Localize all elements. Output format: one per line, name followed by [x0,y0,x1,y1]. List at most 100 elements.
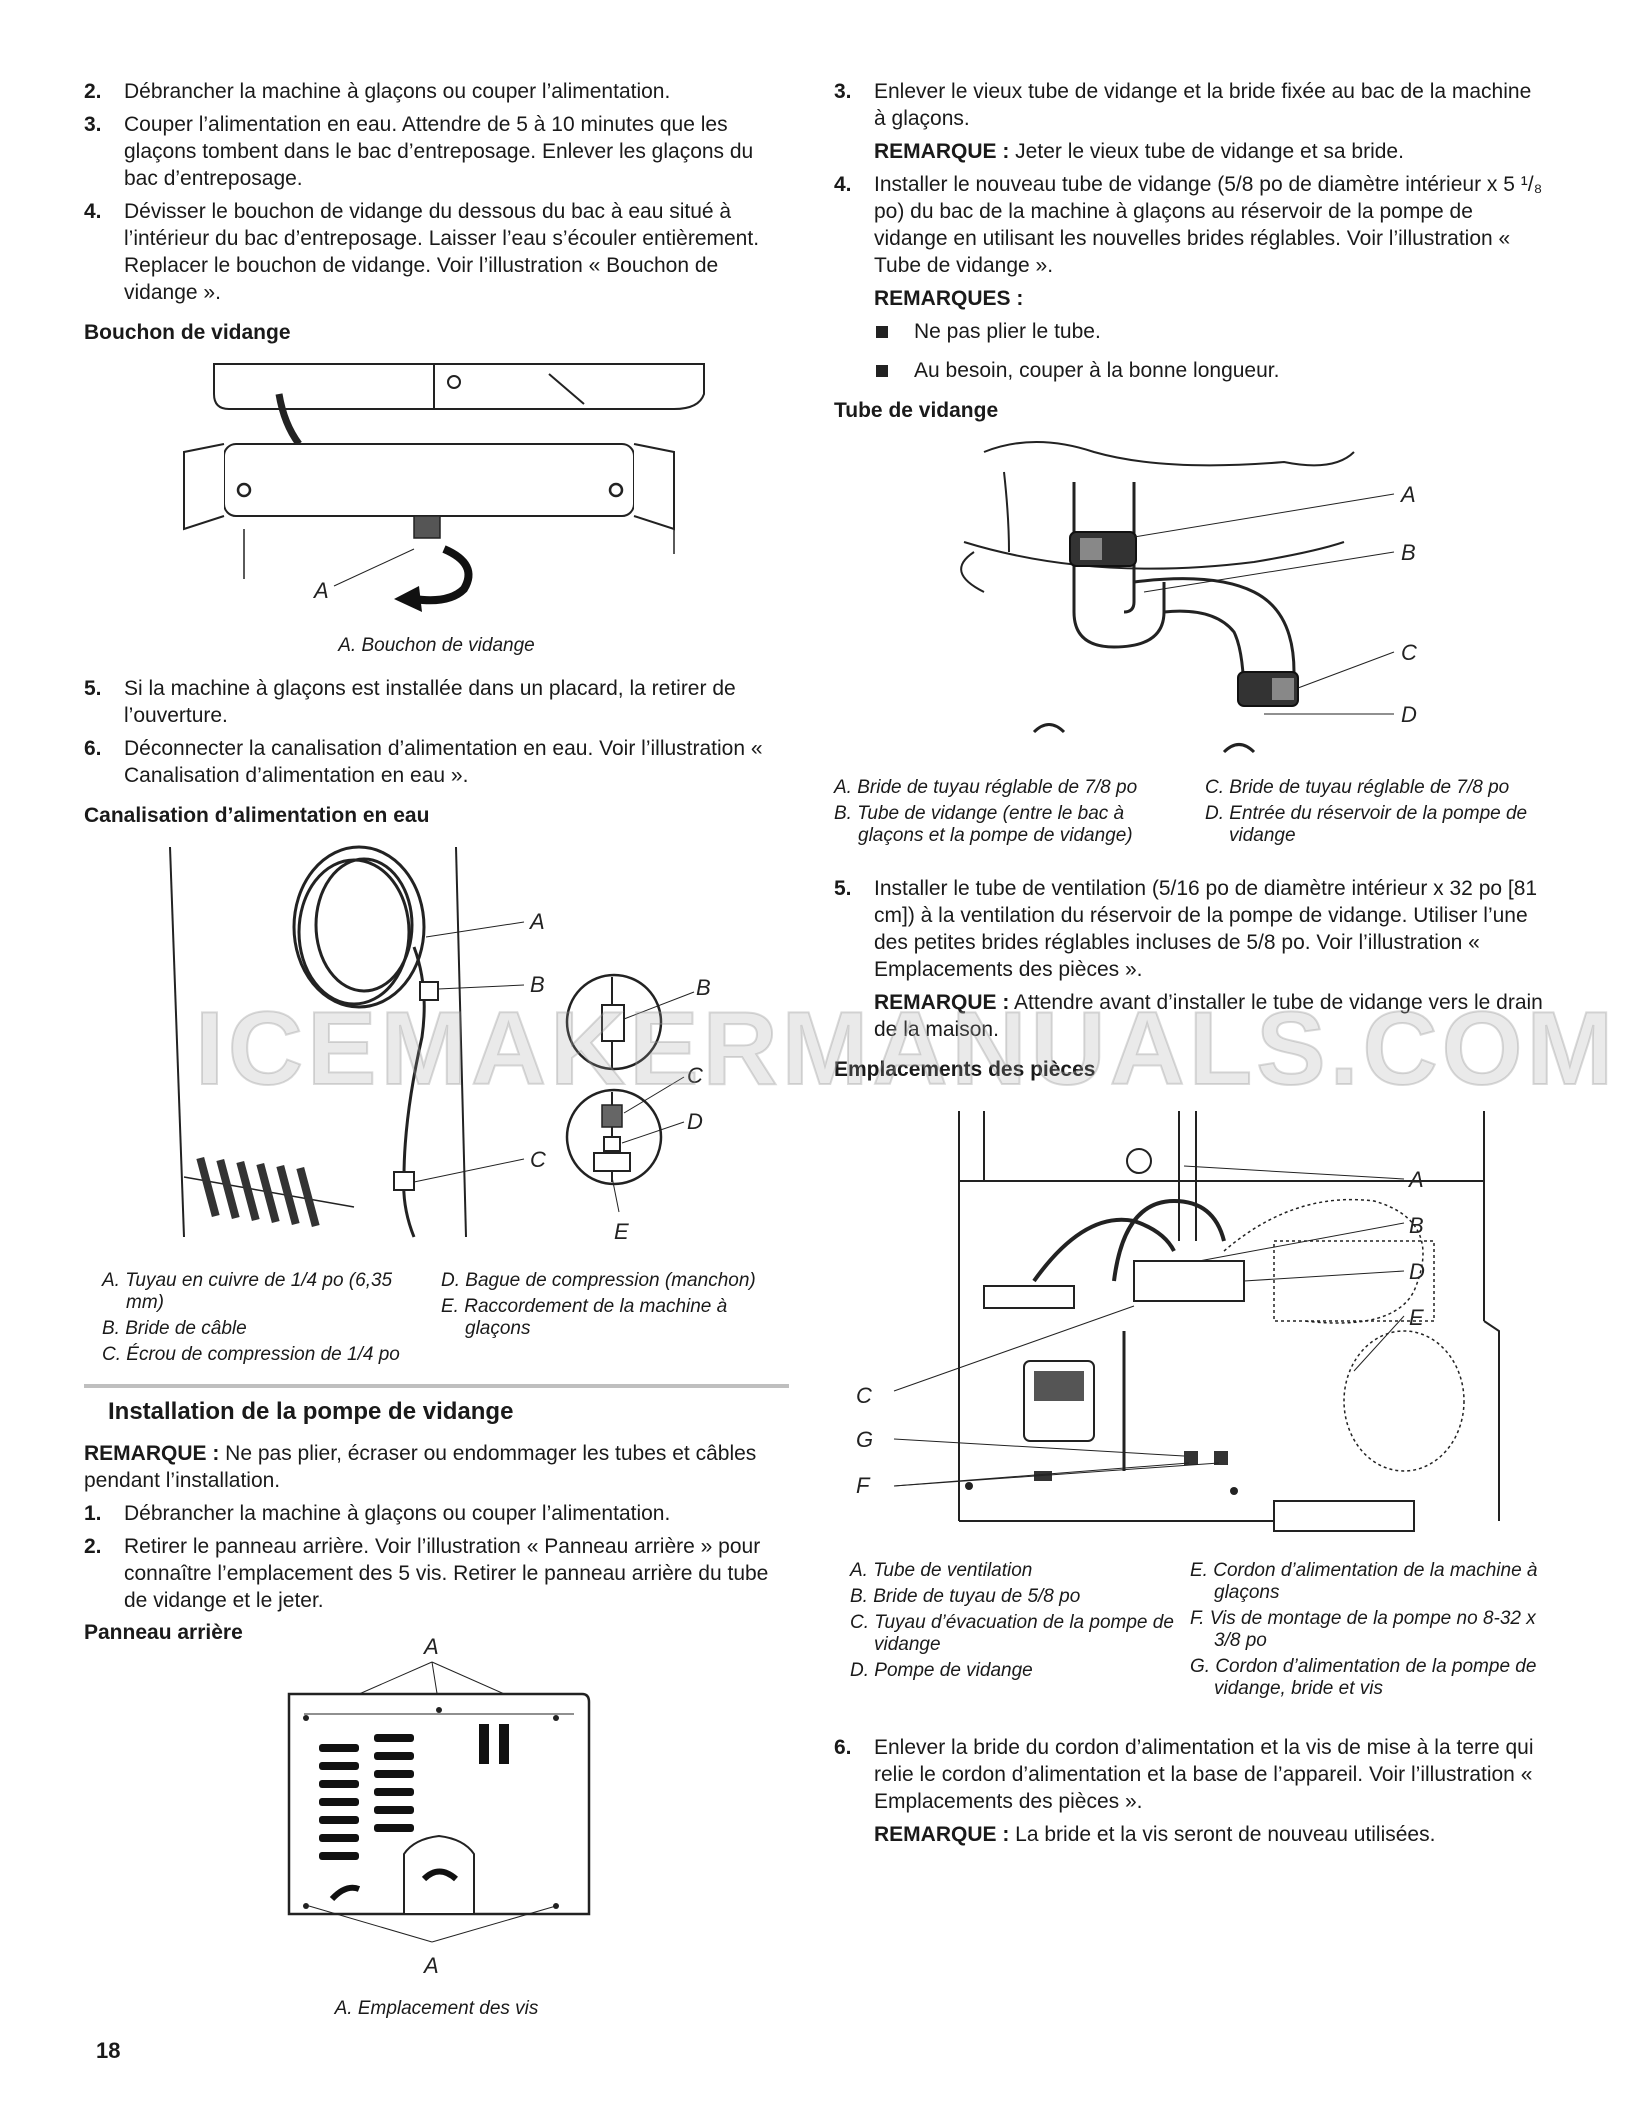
bullet-item: Au besoin, couper à la bonne longueur. [874,357,1546,384]
step-6-note: REMARQUE : La bride et la vis seront de … [874,1821,1546,1848]
step-text: Couper l’alimentation en eau. Attendre d… [124,113,754,190]
figure-title-panneau: Panneau arrière [84,1621,243,1644]
step-5: 5. Si la machine à glaçons est installée… [84,675,789,729]
step-number: 5. [84,677,102,700]
bullet-text: Au besoin, couper à la bonne longueur. [914,359,1280,382]
caption-col-1: A. Tuyau en cuivre de 1/4 po (6,35 mm) B… [102,1270,423,1366]
step-text: Enlever la bride du cordon d’alimentatio… [874,1736,1534,1813]
note-text: Attendre avant d’installer le tube de vi… [874,991,1543,1041]
step-4: 4. Dévisser le bouchon de vidange du des… [84,198,789,306]
step-5-note: REMARQUE : Attendre avant d’installer le… [874,989,1546,1043]
right-step-5: 5. Installer le tube de ventilation (5/1… [834,875,1546,983]
caption-e: E. Raccordement de la machine à glaçons [441,1296,728,1339]
caption-b: B. Bride de câble [102,1318,247,1339]
figure-title-bouchon: Bouchon de vidange [84,321,291,344]
step-text: Si la machine à glaçons est installée da… [124,677,736,727]
drain-plug-illustration: A [183,363,705,612]
caption-d: D. Pompe de vidange [850,1660,1033,1681]
step-text: Débrancher la machine à glaçons ou coupe… [124,1502,671,1525]
label-e: E [1409,1305,1424,1330]
label-f: F [856,1473,871,1498]
label-c: C [530,1147,546,1172]
label-b: B [530,972,545,997]
figure-captions-emplacements: A. Tube de ventilation B. Bride de tuyau… [850,1560,1546,1700]
label-a-bottom: A [422,1953,439,1978]
section-step-2: 2. Retirer le panneau arrière. Voir l’il… [84,1533,789,1614]
caption-col-1: A. Tube de ventilation B. Bride de tuyau… [850,1560,1180,1700]
label-a-top: A [422,1634,439,1659]
page-number: 18 [96,2038,121,2063]
caption-c: C. Écrou de compression de 1/4 po [102,1344,400,1365]
parts-location-illustration: A B D E C G F [856,1111,1500,1532]
step-text: Installer le tube de ventilation (5/16 p… [874,877,1538,981]
figure-title-emplacements: Emplacements des pièces [834,1058,1096,1081]
figure-title-tube: Tube de vidange [834,399,999,422]
step-text: Déconnecter la canalisation d’alimentati… [124,737,763,787]
step-text: Débrancher la machine à glaçons ou coupe… [124,80,671,103]
water-line-illustration: A B C B C D E [169,845,711,1244]
caption-d: D. Bague de compression (manchon) [441,1270,756,1291]
caption-e: E. Cordon d’alimentation de la machine à… [1190,1560,1538,1603]
step-number: 3. [834,80,852,103]
label-a: A [528,909,545,934]
section-note: REMARQUE : Ne pas plier, écraser ou endo… [84,1440,789,1494]
caption-col-2: E. Cordon d’alimentation de la machine à… [1190,1560,1546,1700]
label-b2: B [696,975,711,1000]
step-number: 6. [834,1736,852,1759]
label-a: A [312,578,329,603]
bullet-square-icon [876,326,888,338]
step-text: Retirer le panneau arrière. Voir l’illus… [124,1535,769,1612]
right-step-4: 4. Installer le nouveau tube de vidange … [834,171,1546,279]
bullet-item: Ne pas plier le tube. [874,318,1546,345]
caption-c: C. Bride de tuyau réglable de 7/8 po [1205,777,1510,798]
label-c: C [1401,640,1417,665]
step-number: 2. [84,80,102,103]
drain-tube-illustration: A B C D [960,441,1417,754]
note-text: Ne pas plier, écraser ou endommager les … [84,1442,757,1492]
step-number: 5. [834,877,852,900]
caption-col-2: D. Bague de compression (manchon) E. Rac… [441,1270,762,1366]
step-text: Dévisser le bouchon de vidange du dessou… [124,200,760,304]
step-number: 4. [834,173,852,196]
step-number: 6. [84,737,102,760]
note-label: REMARQUE : [874,1823,1010,1846]
figure-caption-bouchon: A. Bouchon de vidange [338,635,535,656]
section-step-1: 1. Débrancher la machine à glaçons ou co… [84,1500,789,1527]
label-g: G [856,1427,873,1452]
step-4-bullets: Ne pas plier le tube. Au besoin, couper … [874,318,1546,384]
figure-caption-panneau: A. Emplacement des vis [334,1998,539,2019]
bullet-text: Ne pas plier le tube. [914,320,1101,343]
caption-c: C. Tuyau d’évacuation de la pompe de vid… [850,1612,1174,1655]
label-c2: C [687,1063,703,1088]
label-d: D [1401,702,1417,727]
caption-a: A. Tube de ventilation [850,1560,1033,1581]
note-text: Jeter le vieux tube de vidange et sa bri… [1009,140,1404,163]
left-column: 2. Débrancher la machine à glaçons ou co… [84,78,789,2020]
rear-panel-illustration: A [287,1634,591,1943]
step-text: Enlever le vieux tube de vidange et la b… [874,80,1532,130]
note-text: La bride et la vis seront de nouveau uti… [1009,1823,1436,1846]
step-3-note: REMARQUE : Jeter le vieux tube de vidang… [874,138,1546,165]
label-a: A [1407,1167,1424,1192]
step-3: 3. Couper l’alimentation en eau. Attendr… [84,111,789,192]
section-divider [84,1384,789,1388]
note-label: REMARQUE : [874,140,1010,163]
step-number: 4. [84,200,102,223]
right-step-3: 3. Enlever le vieux tube de vidange et l… [834,78,1546,132]
figure-captions-canalisation: A. Tuyau en cuivre de 1/4 po (6,35 mm) B… [102,1270,762,1366]
step-text: Installer le nouveau tube de vidange (5/… [874,173,1543,277]
label-d: D [687,1109,703,1134]
section-title: Installation de la pompe de vidange [108,1398,514,1425]
caption-b: B. Tube de vidange (entre le bac à glaço… [834,803,1133,846]
right-step-6: 6. Enlever la bride du cordon d’alimenta… [834,1734,1546,1815]
label-e: E [614,1219,629,1244]
bullet-square-icon [876,365,888,377]
caption-f: F. Vis de montage de la pompe no 8-32 x … [1190,1608,1536,1651]
label-b: B [1409,1213,1424,1238]
label-c: C [856,1383,872,1408]
figure-captions-tube: A. Bride de tuyau réglable de 7/8 po C. … [834,777,1546,847]
step-4-notes-label: REMARQUES : [874,287,1024,310]
label-b: B [1401,540,1416,565]
right-column: 3. Enlever le vieux tube de vidange et l… [834,78,1546,1854]
note-label: REMARQUE : [84,1442,220,1465]
